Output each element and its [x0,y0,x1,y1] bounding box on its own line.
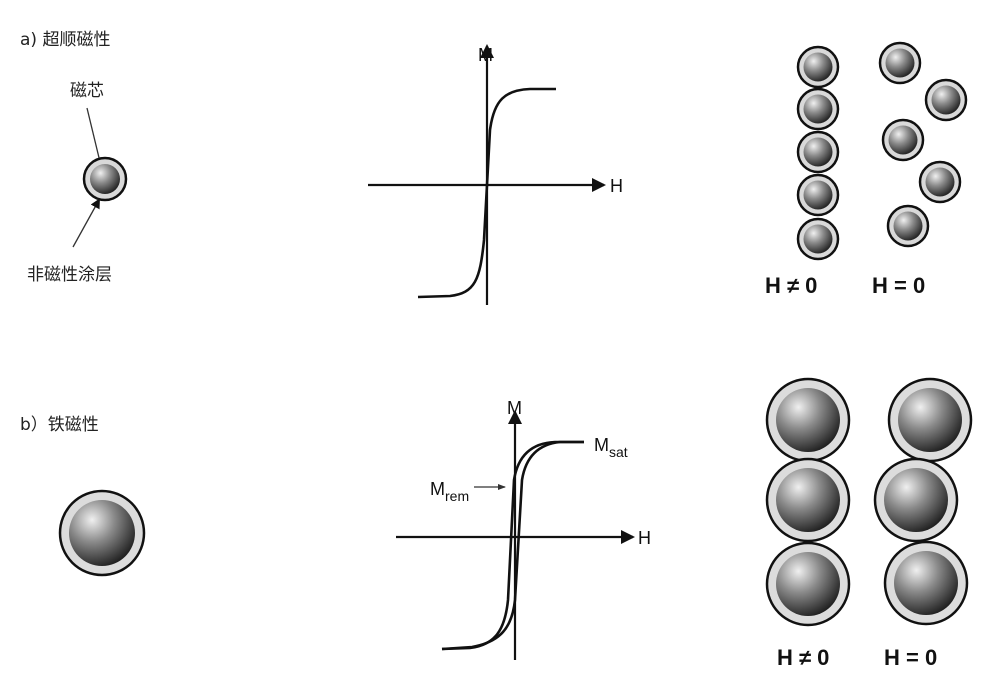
ferromagnetic-particle [58,489,146,577]
core-label: 磁芯 [70,81,104,101]
h-axis-label: H [638,528,651,548]
field-off-label-a: H = 0 [872,273,925,298]
m-rem-label: Mrem [430,479,469,504]
plot-a: M H [368,44,623,305]
core-arrow [86,107,104,168]
magnetization-curve [417,87,556,299]
m-axis-label: M [478,45,493,65]
superparamagnetic-particle [82,156,128,202]
particles-field-on-b [765,377,851,627]
field-on-label-b: H ≠ 0 [777,645,829,670]
field-on-label-a: H ≠ 0 [765,273,817,298]
hysteresis-upper-branch [441,440,584,651]
coating-label: 非磁性涂层 [27,265,112,285]
coating-arrow [72,198,100,248]
plot-b: M H Msat Mrem [396,398,651,660]
hysteresis-lower-branch [441,440,584,651]
particles-field-off-a [878,41,968,248]
h-axis-label: H [610,176,623,196]
panel-a-label: a) 超顺磁性 [20,30,110,50]
panel-b-label: b）铁磁性 [20,415,99,435]
particles-field-on-a [796,45,840,261]
field-off-label-b: H = 0 [884,645,937,670]
particles-field-off-b [873,377,973,626]
m-sat-label: Msat [594,435,628,460]
m-axis-label: M [507,398,522,418]
